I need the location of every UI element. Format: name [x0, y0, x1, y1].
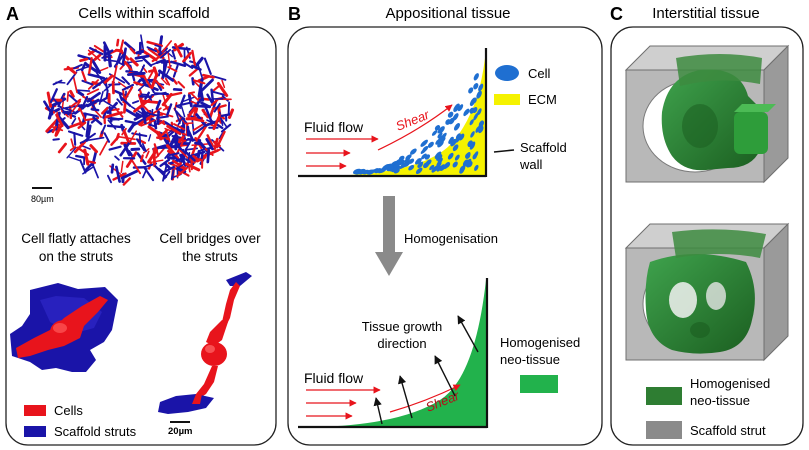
scaffold-wall-label-1: Scaffold: [520, 140, 567, 155]
scaffold-wall-label-2: wall: [519, 157, 543, 172]
legend-strut-swatch: [646, 421, 682, 439]
scale-bar-top-label: 80µm: [31, 194, 54, 204]
scaffold-wall-pointer: [493, 149, 515, 153]
panel-b-frame: [287, 26, 603, 446]
panel-b-title: Appositional tissue: [385, 5, 510, 22]
panel-b-letter: B: [288, 4, 301, 24]
fluid-flow-label-bottom: Fluid flow: [304, 370, 364, 386]
flat-cell-image: [10, 283, 118, 372]
legend-struts-swatch: [24, 426, 46, 437]
homogenised-label-1: Homogenised: [500, 335, 580, 350]
homogenisation-arrow: [375, 196, 403, 276]
growth-label-1: Tissue growth: [362, 319, 442, 334]
homogenised-legend-swatch: [520, 375, 558, 393]
growth-arrow: [398, 375, 413, 419]
legend-ecm-swatch: [494, 94, 520, 105]
legend-tissue-label-2: neo-tissue: [690, 393, 750, 408]
legend-cells-swatch: [24, 405, 46, 416]
legend-ecm-label: ECM: [528, 92, 557, 107]
unit-cell-upper-image: [624, 44, 790, 184]
scaffold-render-image: [43, 34, 235, 186]
homogenised-tissue-region: [315, 280, 486, 427]
legend-cell-label: Cell: [528, 66, 551, 81]
legend-cell-swatch: [495, 65, 519, 81]
panel-c-title: Interstitial tissue: [652, 5, 760, 22]
growth-arrow: [434, 355, 456, 397]
label-flat-line2: on the struts: [39, 249, 114, 264]
panel-c-letter: C: [610, 4, 623, 24]
scale-bar-bottom-label: 20µm: [168, 426, 193, 437]
legend-struts-label: Scaffold struts: [54, 424, 137, 439]
panel-b: B Appositional tissue Fluid flow Shear S…: [287, 4, 603, 446]
label-bridge-line2: the struts: [182, 249, 238, 264]
label-flat-line1: Cell flatly attaches: [21, 231, 131, 246]
legend-tissue-swatch: [646, 387, 682, 405]
growth-arrow: [373, 397, 383, 425]
fluid-flow-label-top: Fluid flow: [304, 119, 364, 135]
cell-cluster: [352, 73, 485, 175]
shear-label-top: Shear: [394, 107, 432, 134]
bridge-cell-image: [158, 272, 252, 414]
legend-strut-label: Scaffold strut: [690, 423, 766, 438]
homogenisation-label: Homogenisation: [404, 231, 498, 246]
panel-a-letter: A: [6, 4, 19, 24]
appositional-diagram: Fluid flow Shear Scaffold wall Cell ECM: [298, 48, 567, 178]
legend-tissue-label-1: Homogenised: [690, 376, 770, 391]
panel-c: C Interstitial tissue: [610, 4, 804, 446]
growth-arrow: [457, 315, 479, 353]
label-bridge-line1: Cell bridges over: [159, 231, 261, 246]
panel-c-frame: [610, 26, 804, 446]
legend-cells-label: Cells: [54, 403, 83, 418]
growth-label-2: direction: [377, 336, 426, 351]
panel-a-title: Cells within scaffold: [78, 5, 209, 22]
homogenised-diagram: Fluid flow Shear Tissue growth direction…: [298, 278, 580, 429]
homogenised-label-2: neo-tissue: [500, 352, 560, 367]
shear-arrow: [377, 104, 453, 151]
panel-a-frame: [5, 26, 277, 446]
panel-a: A Cells within scaffold 80µm Cell flatly…: [5, 4, 277, 446]
unit-cell-lower-image: [624, 222, 790, 362]
shear-arrow-bottom: [389, 384, 461, 413]
